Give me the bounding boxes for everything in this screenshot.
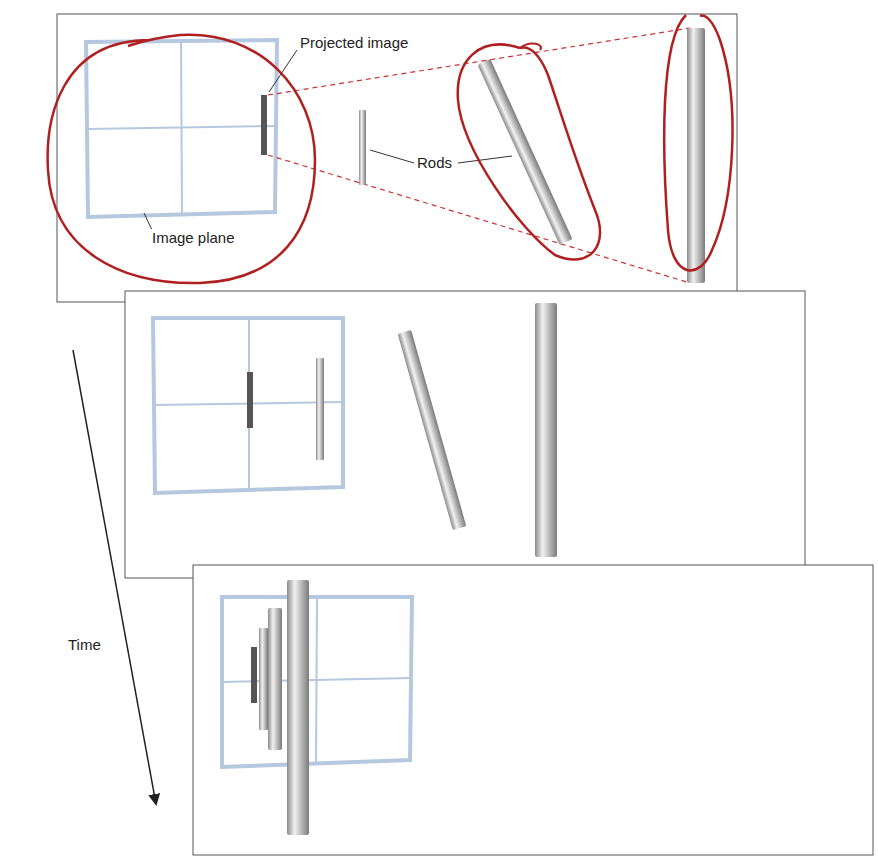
part-label: Rods bbox=[415, 154, 454, 172]
part-label: Image plane bbox=[150, 229, 237, 247]
panel bbox=[125, 291, 805, 578]
axis-label: Time bbox=[66, 636, 103, 654]
part-label: Projected image bbox=[298, 34, 410, 52]
panel bbox=[48, 14, 737, 302]
panel bbox=[193, 565, 873, 855]
time-arrow bbox=[73, 350, 156, 804]
